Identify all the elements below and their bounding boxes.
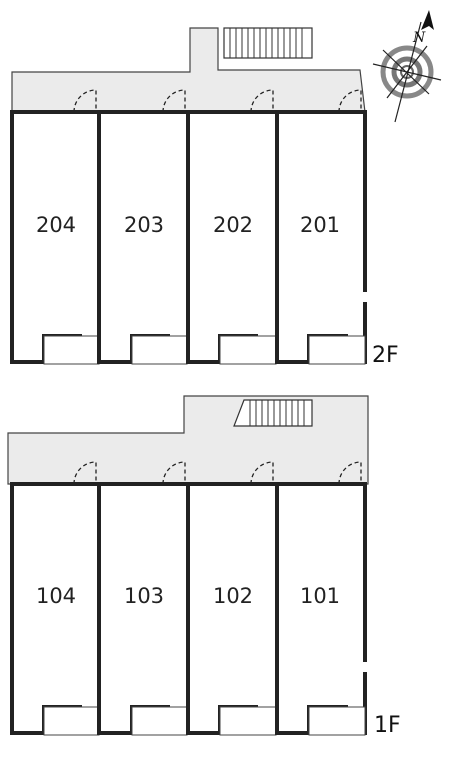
corridor-1f <box>7 395 369 485</box>
floor-label-1f: 1F <box>374 713 401 738</box>
unit-101: 101 <box>275 482 368 736</box>
floor-2f: 204 203 202 201 2F <box>10 27 399 368</box>
unit-number: 101 <box>300 584 340 608</box>
unit-102: 102 <box>186 482 279 736</box>
staircase-1f <box>233 399 313 427</box>
balcony <box>43 706 100 736</box>
unit-103: 103 <box>97 482 190 736</box>
staircase-2f <box>223 27 313 59</box>
entry-doors-1f <box>73 461 362 485</box>
north-letter: N <box>412 30 426 46</box>
unit-201: 201 <box>275 110 368 365</box>
unit-number: 103 <box>124 584 164 608</box>
balcony <box>308 706 366 736</box>
balcony <box>131 706 188 736</box>
compass-north-icon: N <box>372 10 442 123</box>
balcony <box>131 335 188 365</box>
unit-number: 203 <box>124 213 164 237</box>
window <box>362 662 368 672</box>
floor-1f: 104 103 102 101 1F <box>7 395 401 738</box>
floor-label-2f: 2F <box>372 343 399 368</box>
balcony <box>219 335 277 365</box>
unit-104: 104 <box>10 482 101 736</box>
balcony <box>308 335 366 365</box>
unit-number: 204 <box>36 213 76 237</box>
unit-number: 202 <box>213 213 253 237</box>
unit-203: 203 <box>97 110 190 365</box>
unit-204: 204 <box>10 110 101 365</box>
window <box>362 292 368 302</box>
unit-number: 201 <box>300 213 340 237</box>
entry-doors-2f <box>73 89 362 113</box>
balcony <box>43 335 100 365</box>
unit-number: 104 <box>36 584 76 608</box>
unit-number: 102 <box>213 584 253 608</box>
balcony <box>219 706 277 736</box>
unit-202: 202 <box>186 110 279 365</box>
